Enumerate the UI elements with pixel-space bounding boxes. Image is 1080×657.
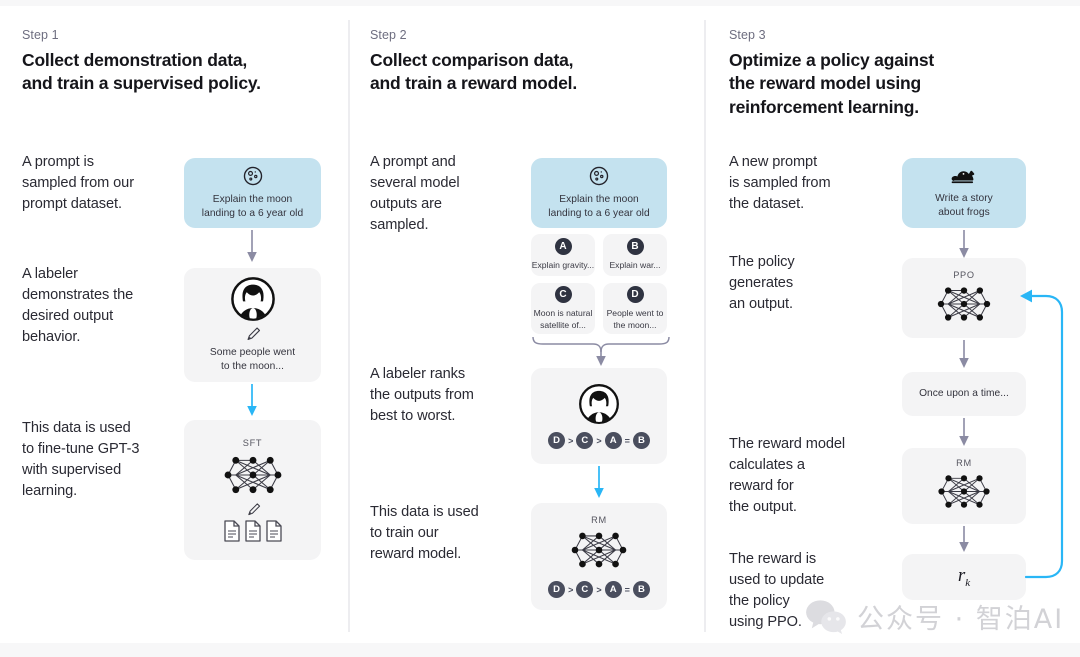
step-2-rm-caption: RM <box>591 515 607 525</box>
step-2-paragraph-2: A labeler ranks the outputs from best to… <box>370 366 474 425</box>
option-text-a: Explain gravity... <box>531 260 595 271</box>
arrow-ranking-to-rm <box>594 466 604 498</box>
step-2-output-d[interactable]: D People went to the moon... <box>603 283 667 334</box>
step-1-prompt-card[interactable]: Explain the moon landing to a 6 year old <box>184 158 321 228</box>
step-2-paragraph-1: A prompt and several model outputs are s… <box>370 154 460 234</box>
step-3-title: Optimize a policy against the reward mod… <box>729 50 935 117</box>
step-2-output-b[interactable]: B Explain war... <box>603 234 667 276</box>
person-icon <box>230 276 276 322</box>
step-1-prompt-text: Explain the moon landing to a 6 year old <box>201 194 304 219</box>
step-3-ppo-caption: PPO <box>953 269 975 280</box>
step-3-label: Step 3 <box>729 28 766 42</box>
reward-symbol-subscript: k <box>965 576 971 589</box>
option-letter-b: B <box>626 238 644 256</box>
pencil-icon <box>244 325 261 342</box>
rm-rank-op-3: = <box>624 584 630 595</box>
step-2-prompt-text: Explain the moon landing to a 6 year old <box>548 194 650 219</box>
person-icon <box>578 383 620 425</box>
step-1-labeler-card[interactable]: Some people went to the moon... <box>184 268 321 382</box>
reward-symbol-base: r <box>957 565 966 587</box>
rank-chip-1: D <box>548 432 566 449</box>
option-text-c: Moon is natural satellite of... <box>533 308 593 330</box>
step-3-rm-caption: RM <box>956 458 972 468</box>
option-text-b: Explain war... <box>609 260 661 271</box>
reward-symbol: rk <box>958 565 970 589</box>
option-letter-d: D <box>626 286 644 304</box>
step-2-ranking-row: D > C > A = B <box>548 432 650 449</box>
step-2-prompt-card[interactable]: Explain the moon landing to a 6 year old <box>531 158 667 228</box>
step-1-column: Step 1 Collect demonstration data, and t… <box>0 6 348 643</box>
step-3-reward-card[interactable]: rk <box>902 554 1026 600</box>
neural-net-icon <box>936 469 992 514</box>
arrow-labeler-to-sft <box>247 384 257 416</box>
frog-icon <box>950 166 978 186</box>
rm-rank-chip-2: C <box>576 581 594 598</box>
step-1-paragraph-1: A prompt is sampled from our prompt data… <box>22 154 134 213</box>
step-3-prompt-card[interactable]: Write a story about frogs <box>902 158 1026 228</box>
rank-op-1: > <box>568 435 574 446</box>
option-letter-c: C <box>554 286 572 304</box>
step-3-output-card[interactable]: Once upon a time... <box>902 372 1026 416</box>
rank-op-3: = <box>624 435 630 446</box>
neural-net-icon <box>569 526 629 574</box>
step-1-labeler-text: Some people went to the moon... <box>209 347 296 372</box>
rm-rank-op-2: > <box>596 584 602 595</box>
rm-rank-chip-3: A <box>604 581 622 598</box>
arrow-output-to-rm <box>959 418 969 446</box>
pencil-icon <box>245 501 261 517</box>
rank-chip-2: C <box>576 432 594 449</box>
rm-rank-chip-1: D <box>548 581 566 598</box>
option-text-d: People went to the moon... <box>606 308 664 330</box>
documents-icon <box>223 520 283 542</box>
step-2-column: Step 2 Collect comparison data, and trai… <box>348 6 704 643</box>
option-letter-a: A <box>554 238 572 256</box>
step-2-paragraph-3: This data is used to train our reward mo… <box>370 504 479 563</box>
arrow-prompt-to-ppo <box>959 230 969 258</box>
brace-merge-arrow <box>532 336 670 366</box>
rm-rank-chip-4: B <box>632 581 650 598</box>
step-2-label: Step 2 <box>370 28 407 42</box>
rm-rank-op-1: > <box>568 584 574 595</box>
rank-chip-4: B <box>632 432 650 449</box>
rank-op-2: > <box>596 435 602 446</box>
rank-chip-3: A <box>604 432 622 449</box>
step-3-column: Step 3 Optimize a policy against the rew… <box>704 6 1080 643</box>
feedback-loop-arrow <box>1020 289 1064 579</box>
step-3-paragraph-2: The policy generates an output. <box>729 254 795 313</box>
step-3-paragraph-3: The reward model calculates a reward for… <box>729 436 846 516</box>
arrow-rm-to-reward <box>959 526 969 552</box>
step-3-output-text: Once upon a time... <box>919 388 1009 400</box>
step-1-sft-card[interactable]: SFT <box>184 420 321 560</box>
step-3-paragraph-1: A new prompt is sampled from the dataset… <box>729 154 831 213</box>
step-3-ppo-card[interactable]: PPO <box>902 258 1026 338</box>
step-1-label: Step 1 <box>22 28 59 42</box>
step-1-sft-caption: SFT <box>242 438 263 448</box>
neural-net-icon <box>222 450 284 500</box>
moon-icon <box>588 165 610 187</box>
step-2-rm-card[interactable]: RM <box>531 503 667 610</box>
arrow-prompt-to-labeler <box>247 230 257 262</box>
step-2-title: Collect comparison data, and train a rew… <box>370 50 577 94</box>
step-3-rm-card[interactable]: RM <box>902 448 1026 524</box>
diagram-canvas: Step 1 Collect demonstration data, and t… <box>0 6 1080 643</box>
step-1-paragraph-3: This data is used to fine-tune GPT-3 wit… <box>22 420 140 500</box>
column-divider-1 <box>348 20 350 632</box>
step-2-output-c[interactable]: C Moon is natural satellite of... <box>531 283 595 334</box>
step-2-rm-ranking-row: D > C > A = B <box>548 581 650 598</box>
step-3-prompt-text: Write a story about frogs <box>935 193 993 218</box>
neural-net-icon <box>935 281 993 327</box>
moon-icon <box>242 165 264 187</box>
column-divider-2 <box>704 20 706 632</box>
step-3-paragraph-4: The reward is used to update the policy … <box>729 551 825 631</box>
step-1-paragraph-2: A labeler demonstrates the desired outpu… <box>22 266 134 346</box>
step-2-ranking-card[interactable]: D > C > A = B <box>531 368 667 464</box>
step-2-output-a[interactable]: A Explain gravity... <box>531 234 595 276</box>
arrow-ppo-to-output <box>959 340 969 368</box>
step-1-title: Collect demonstration data, and train a … <box>22 50 261 94</box>
